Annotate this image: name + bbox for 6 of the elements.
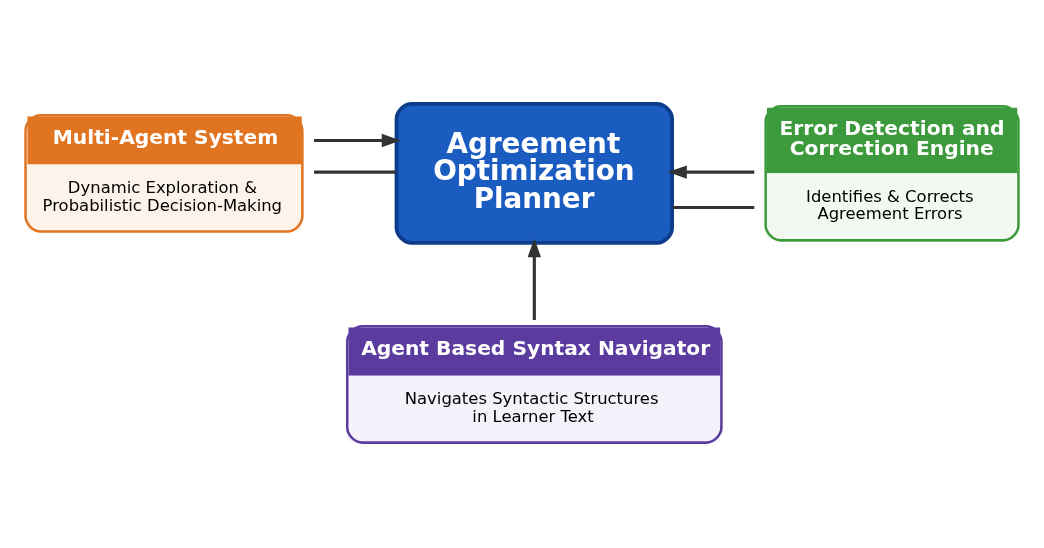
- arrow: [314, 133, 401, 147]
- arrow: [527, 237, 541, 320]
- arrow: [667, 164, 755, 179]
- node-box: Agreement Optimization Planner: [394, 101, 674, 245]
- connector: [314, 170, 396, 174]
- connector: [672, 205, 755, 209]
